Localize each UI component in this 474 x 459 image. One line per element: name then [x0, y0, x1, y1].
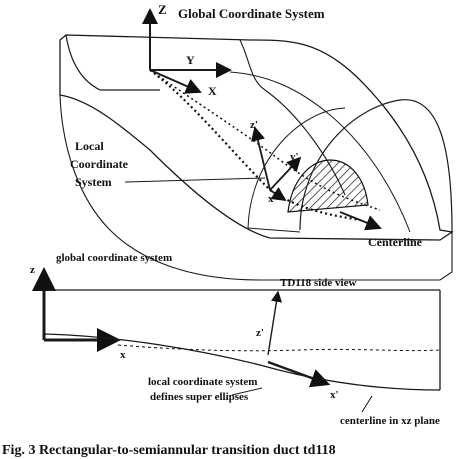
local-label-line-2: Coordinate	[70, 157, 129, 171]
side-local-z-label: z'	[256, 327, 264, 339]
side-bottom-profile	[43, 333, 441, 391]
local-y-label: y'	[290, 151, 299, 163]
local-label-line-1: Local	[75, 139, 104, 153]
side-centerline-label: centerline in xz plane	[340, 415, 440, 427]
side-z-label: z	[30, 264, 35, 276]
duct-upper-curve	[229, 71, 411, 233]
local-label-line-3: System	[75, 175, 112, 189]
side-local-label-line-1: local coordinate system	[148, 376, 257, 388]
local-x-label: x'	[268, 193, 277, 205]
side-x-label: x	[120, 349, 126, 361]
local-x-axis	[269, 187, 287, 201]
global-x-axis	[149, 69, 202, 94]
side-view-label: TD118 side view	[280, 277, 356, 289]
local-leader-line	[124, 177, 266, 183]
side-centerline-dashed	[117, 344, 441, 352]
side-title: global coordinate system	[56, 252, 172, 264]
centerline-dotted	[149, 69, 361, 222]
side-centerline-leader	[361, 395, 373, 413]
centerline-arrow	[339, 211, 382, 231]
duct-inlet-bottom	[59, 94, 453, 281]
figure-caption: Fig. 3 Rectangular-to-semiannular transi…	[2, 443, 336, 458]
global-z-label: Z	[158, 2, 167, 17]
local-system-label: Local Coordinate System	[70, 139, 131, 189]
duct-outline	[59, 34, 454, 241]
bottom-side-view: z global coordinate system x z' x' TD118…	[30, 252, 441, 427]
local-y-axis	[269, 156, 302, 191]
local-z-label: z'	[250, 119, 258, 131]
duct-inlet-edge	[65, 34, 160, 91]
top-3d-diagram: Z Global Coordinate System Y X z' y' x' …	[59, 2, 454, 281]
side-local-system-label: local coordinate system defines super el…	[148, 376, 260, 403]
side-local-x-label: x'	[330, 389, 339, 401]
side-local-leader	[231, 387, 263, 396]
outlet-bottom-edge	[247, 227, 301, 233]
centerline-label: Centerline	[368, 235, 423, 249]
side-local-x-axis	[267, 360, 331, 388]
outlet-inner-arc	[247, 107, 346, 229]
hatched-super-ellipse	[287, 159, 369, 213]
side-local-z-axis	[267, 290, 282, 356]
global-title: Global Coordinate System	[178, 6, 325, 21]
global-x-label: X	[208, 84, 217, 98]
side-local-label-line-2: defines super ellipses	[150, 391, 249, 403]
local-z-axis	[250, 126, 271, 191]
global-y-label: Y	[186, 53, 195, 67]
